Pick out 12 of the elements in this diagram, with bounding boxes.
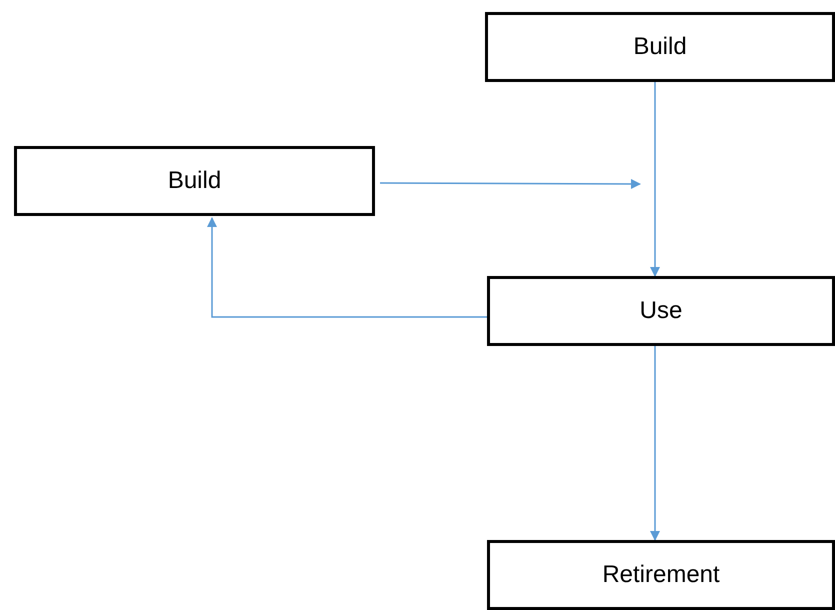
box-label: Use: [640, 297, 682, 325]
process-box: [487, 276, 835, 346]
box-label: Build: [633, 33, 687, 61]
box-label: Build: [168, 167, 222, 195]
arrow: [650, 346, 660, 541]
process-box: [485, 12, 835, 82]
process-box: [487, 540, 835, 610]
arrow: [207, 217, 487, 318]
arrow: [380, 178, 641, 189]
process-box: [14, 146, 375, 216]
box-label: Retirement: [602, 561, 720, 589]
arrow: [650, 82, 660, 277]
